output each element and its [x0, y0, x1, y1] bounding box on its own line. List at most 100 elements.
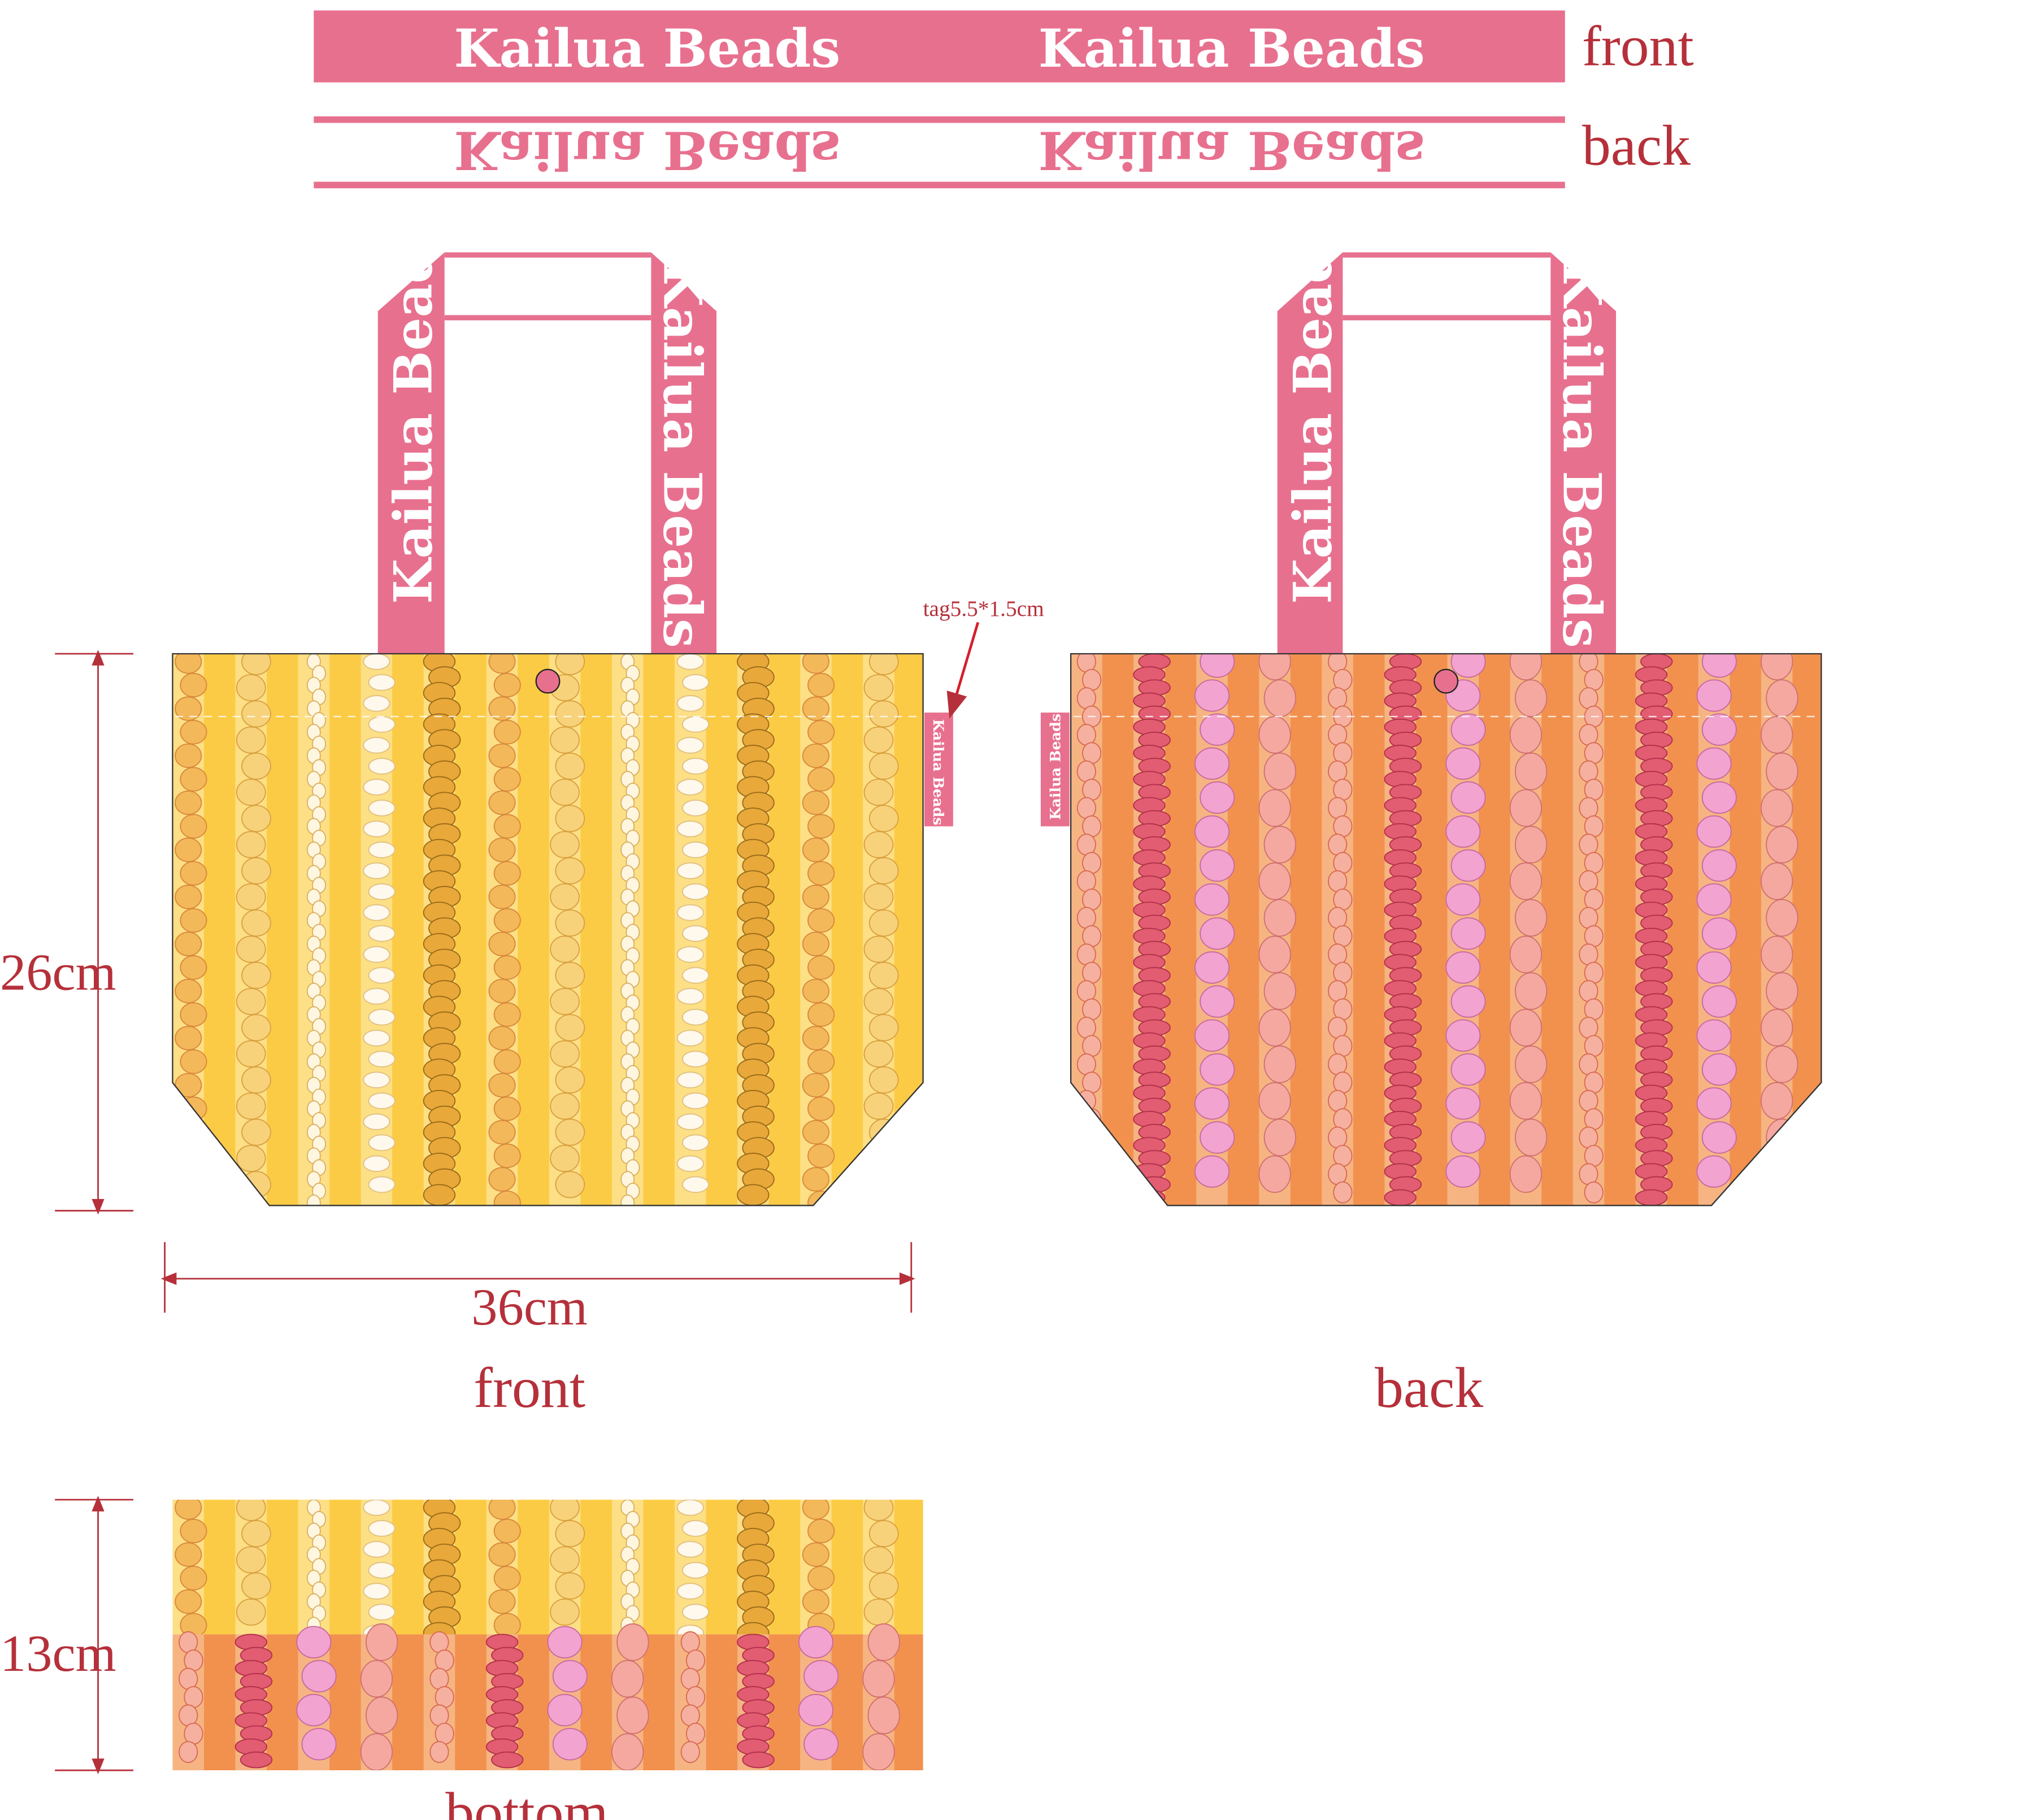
- lei-flower: [1514, 972, 1548, 1010]
- pattern-stripe: [1165, 653, 1197, 1206]
- lei-flower: [863, 1145, 894, 1172]
- lei-flower: [1760, 862, 1793, 900]
- lei-flower: [1450, 849, 1486, 882]
- pattern-stripe: [329, 1500, 362, 1635]
- snap-button: [1433, 668, 1459, 694]
- pattern-stripe: [392, 653, 424, 1206]
- lei-flower: [1076, 980, 1096, 1002]
- lei-flower: [1514, 1045, 1548, 1083]
- lei-flower: [863, 1546, 894, 1574]
- lei-flower: [1635, 1189, 1668, 1206]
- pattern-stripe: [643, 653, 676, 1206]
- lei-flower: [676, 1071, 704, 1089]
- lei-flower: [681, 1520, 710, 1537]
- lei-flower: [1076, 943, 1096, 966]
- lei-flower: [863, 1040, 894, 1068]
- lei-flower: [1328, 980, 1348, 1002]
- lei-flower: [493, 1566, 521, 1591]
- lei-flower: [1328, 723, 1348, 746]
- lei-flower: [550, 1546, 580, 1574]
- width-label: 36cm: [471, 1279, 588, 1336]
- lei-flower: [363, 779, 390, 796]
- lei-flower: [681, 716, 710, 733]
- lei-flower: [676, 1541, 704, 1558]
- lei-flower: [1579, 1017, 1598, 1039]
- lei-flower: [1509, 716, 1543, 754]
- lei-flower: [1333, 888, 1353, 911]
- lei-flower: [1333, 1035, 1353, 1057]
- pattern-stripe: [894, 1634, 923, 1771]
- lei-flower: [807, 908, 835, 933]
- lei-flower: [368, 967, 396, 984]
- lei-flower: [493, 1518, 521, 1544]
- pattern-stripe: [203, 1634, 236, 1771]
- lei-flower: [493, 1613, 521, 1637]
- lei-flower: [1445, 747, 1481, 780]
- lei-flower: [685, 1686, 706, 1708]
- lei-flower: [868, 653, 899, 675]
- lei-flower: [240, 1751, 273, 1769]
- lei-flower: [1445, 951, 1481, 984]
- lei-flower: [1579, 980, 1598, 1002]
- lei-flower: [1766, 752, 1799, 790]
- lei-flower: [550, 1040, 580, 1068]
- lei-flower: [868, 909, 899, 937]
- lei-flower: [180, 861, 207, 886]
- lei-flower: [1328, 906, 1348, 929]
- lei-flower: [1509, 653, 1543, 681]
- lei-flower: [1450, 713, 1486, 746]
- lei-flower: [1194, 1087, 1230, 1120]
- lei-flower: [429, 1667, 449, 1690]
- lei-flower: [1076, 797, 1096, 819]
- lei-flower: [1081, 1108, 1102, 1131]
- lei-flower: [368, 1176, 396, 1193]
- lei-flower: [802, 1120, 829, 1145]
- lei-flower: [1081, 779, 1102, 801]
- lei-flower: [737, 1184, 770, 1206]
- lei-flower: [803, 1728, 839, 1761]
- height-dimension: 26cm: [0, 650, 134, 1215]
- bottom-pattern: [172, 1500, 923, 1771]
- lei-flower: [1328, 943, 1348, 966]
- lei-flower: [552, 1660, 588, 1693]
- lei-flower: [241, 1014, 271, 1041]
- lei-flower: [868, 1572, 899, 1600]
- lei-flower: [1509, 862, 1543, 900]
- tag-arrow: [946, 622, 980, 719]
- pattern-stripe: [1290, 653, 1323, 1206]
- lei-flower: [493, 1143, 521, 1169]
- lei-flower: [1200, 917, 1235, 950]
- lei-flower: [368, 1520, 396, 1537]
- lei-flower: [236, 1546, 266, 1574]
- bottom-orange-half: [172, 1623, 923, 1771]
- lei-flower: [488, 1120, 516, 1145]
- strap-front-label: front: [1582, 15, 1694, 79]
- lei-flower: [1760, 653, 1793, 681]
- lei-flower: [1579, 723, 1598, 746]
- lei-flower: [1200, 849, 1235, 882]
- lei-flower: [807, 1096, 835, 1121]
- lei-flower: [493, 1002, 521, 1027]
- lei-flower: [1258, 1009, 1291, 1047]
- lei-flower: [1263, 899, 1297, 937]
- lei-flower: [435, 1649, 454, 1672]
- lei-flower: [488, 979, 516, 1004]
- lei-flower: [1766, 1045, 1799, 1083]
- bottom-dimension: 13cm: [0, 1496, 134, 1774]
- lei-flower: [555, 1066, 585, 1094]
- lei-flower: [368, 1009, 396, 1026]
- lei-flower: [868, 1171, 899, 1198]
- back-bag: Kailua Beads Kailua Beads Kailua Beads: [1040, 218, 1822, 1206]
- lei-flower: [435, 1722, 454, 1745]
- lei-flower: [1328, 687, 1348, 710]
- lei-flower: [1076, 833, 1096, 856]
- front-bag: Kailua Beads Kailua Beads Kailua Beads: [172, 218, 953, 1206]
- lei-flower: [1579, 943, 1598, 966]
- lei-flower: [1328, 797, 1348, 819]
- lei-flower: [236, 779, 266, 806]
- lei-flower: [1081, 742, 1102, 765]
- lei-flower: [1509, 935, 1543, 974]
- lei-flower: [555, 857, 585, 885]
- lei-flower: [1076, 906, 1096, 929]
- lei-flower: [1333, 815, 1353, 837]
